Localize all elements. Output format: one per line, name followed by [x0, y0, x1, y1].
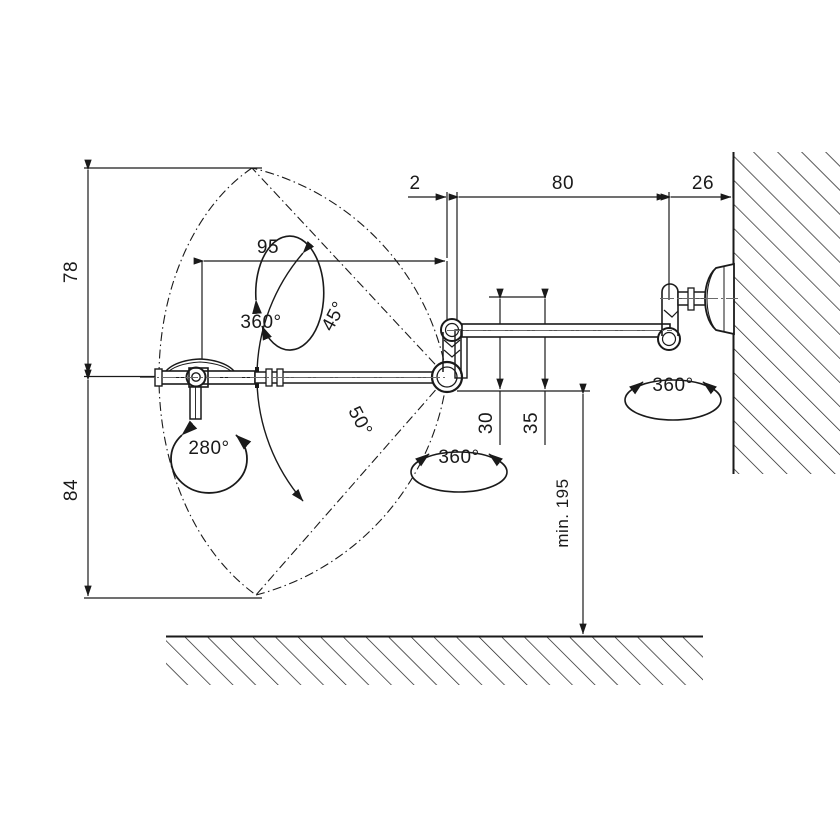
dimension-84-label: 84	[61, 479, 82, 501]
dimension-26-label: 26	[692, 173, 714, 194]
floor-hatching	[166, 635, 703, 685]
rotation-indicator-wall	[624, 379, 722, 421]
dimension-78-label: 78	[61, 261, 82, 283]
central-joint	[430, 318, 468, 394]
rotation-indicator-head-280	[170, 420, 252, 494]
dimension-80-label: 80	[552, 173, 574, 194]
dimension-min195-label: min. 195	[553, 478, 572, 547]
dimension-95-group	[193, 257, 448, 372]
rotation-indicator-elbow	[410, 451, 508, 493]
wall-hatching	[732, 152, 840, 474]
dimension-35-label: 35	[521, 412, 542, 434]
centre-lines	[140, 298, 738, 378]
dimension-top-chain-group	[408, 160, 734, 330]
rotation-280-label: 280°	[188, 438, 229, 459]
dimension-2-label: 2	[409, 173, 420, 194]
rotation-indicator-head	[252, 235, 325, 351]
dimension-30-label: 30	[476, 412, 497, 434]
swing-envelope	[158, 167, 448, 596]
rotation-head-label: 360°	[240, 312, 281, 333]
rotation-wall-label: 360°	[652, 375, 693, 396]
rotation-elbow-label: 360°	[438, 447, 479, 468]
dimension-vertical-group	[84, 159, 262, 599]
